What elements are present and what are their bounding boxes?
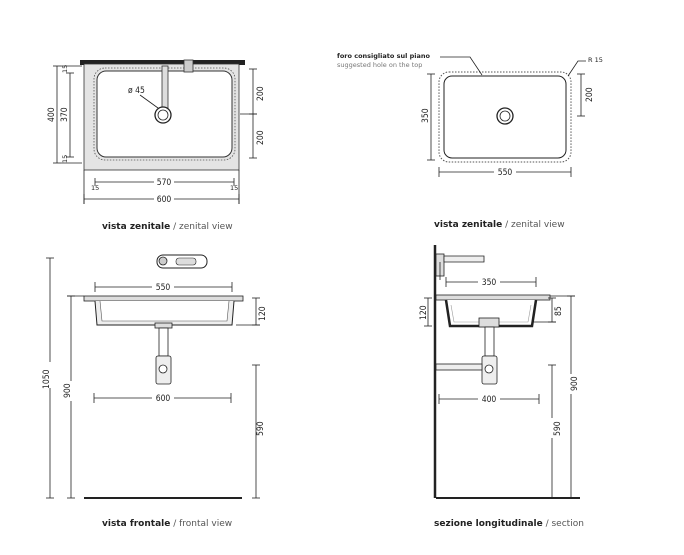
radius-label: R 15	[588, 56, 603, 64]
dim-400: 400	[47, 107, 57, 122]
siphon-pipe	[158, 327, 169, 357]
caption-section: sezione longitudinale / section	[434, 519, 584, 529]
counter-section	[435, 294, 551, 301]
note-en: suggested hole on the top	[337, 61, 422, 69]
dim-370: 370	[60, 107, 70, 122]
dim-200-a: 200	[256, 86, 266, 101]
dim-120-section: 120	[419, 305, 429, 320]
drain-inner	[157, 109, 169, 121]
dim-900-section: 900	[570, 376, 580, 391]
dim-900-front: 900	[63, 383, 73, 398]
zenital-view-right: foro consigliato sul piano suggested hol…	[337, 52, 603, 230]
radius-leader	[567, 60, 586, 77]
hole-leader	[139, 94, 159, 109]
dim-570: 570	[157, 178, 172, 188]
section-outlet-pipe	[435, 363, 483, 371]
note-leader	[440, 56, 483, 76]
countertop	[80, 60, 245, 65]
dim-590-section: 590	[553, 421, 563, 436]
dim-400-section: 400	[482, 395, 497, 405]
section-view: 350 120 85 900 590 400 sezione longitudi…	[419, 245, 584, 529]
counter-front	[83, 295, 244, 302]
dim-600-front: 600	[156, 394, 171, 404]
dim-85: 85	[554, 306, 564, 316]
dim-200-b: 200	[256, 130, 266, 145]
note-it: foro consigliato sul piano	[337, 52, 430, 60]
dim-15-left: 15	[91, 184, 99, 192]
caption-frontal: vista frontale / frontal view	[102, 519, 232, 529]
basin-edge	[93, 67, 236, 161]
dim-15-top: 15	[61, 65, 69, 73]
caption-zenital-left: vista zenitale / zenital view	[102, 222, 233, 232]
dim-550-top: 550	[498, 168, 513, 178]
dim-550-front: 550	[156, 283, 171, 293]
dim-1050: 1050	[42, 369, 52, 389]
caption-zenital-right: vista zenitale / zenital view	[434, 220, 565, 230]
dim-200-right: 200	[585, 87, 595, 102]
faucet-base	[183, 59, 194, 73]
dim-600: 600	[157, 195, 172, 205]
section-drain-pipe	[484, 326, 495, 357]
dim-350-top: 350	[421, 108, 431, 123]
suggested-hole-outline	[438, 71, 572, 163]
hole-label: ø 45	[128, 86, 145, 96]
frontal-view: 550 120 590 1050 900 600 vista frontale …	[41, 254, 268, 529]
zenital-view-left: ø 45 400 370 15 15 200 200 570 600 15 15…	[47, 59, 266, 232]
dim-350-section: 350	[482, 278, 497, 288]
dim-15-bottom: 15	[61, 155, 69, 163]
dim-15-right: 15	[230, 184, 238, 192]
dim-590-front: 590	[256, 421, 266, 436]
dim-120-front: 120	[258, 306, 268, 321]
